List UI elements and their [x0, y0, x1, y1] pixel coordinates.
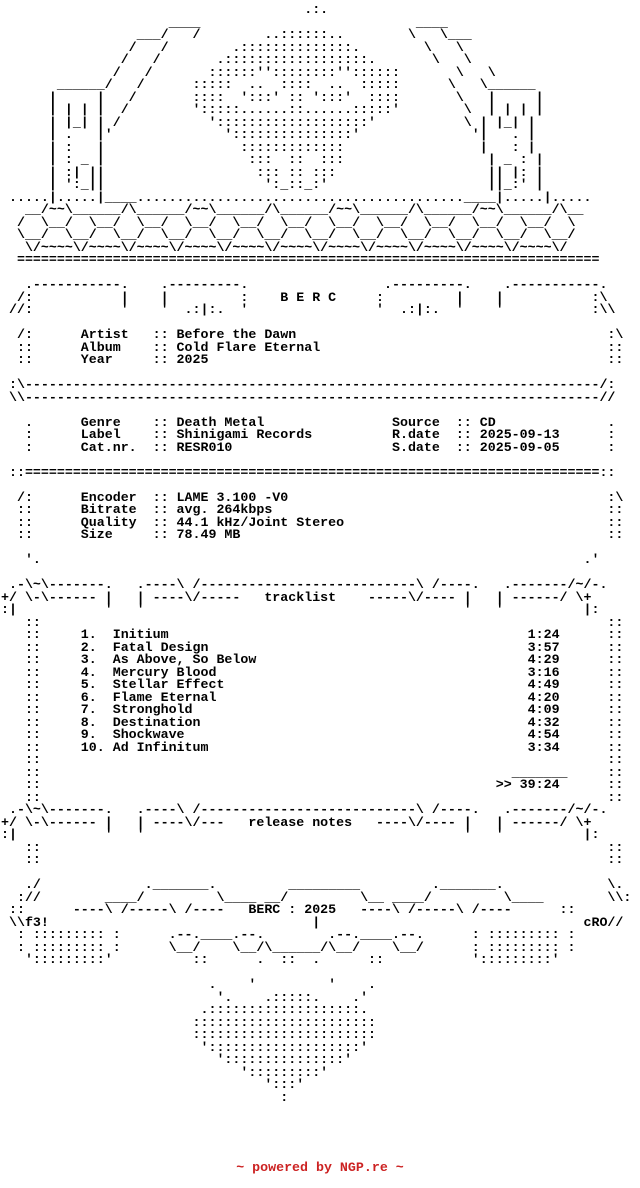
footer-powered-by: ~ powered by NGP.re ~ — [236, 1160, 404, 1175]
footer: ~ powered by NGP.re ~ ~ Next Generation … — [0, 1129, 640, 1188]
nfo-text: .:. ____ ____ ___/ / ..::::::.. \ \___ /… — [1, 2, 632, 1105]
